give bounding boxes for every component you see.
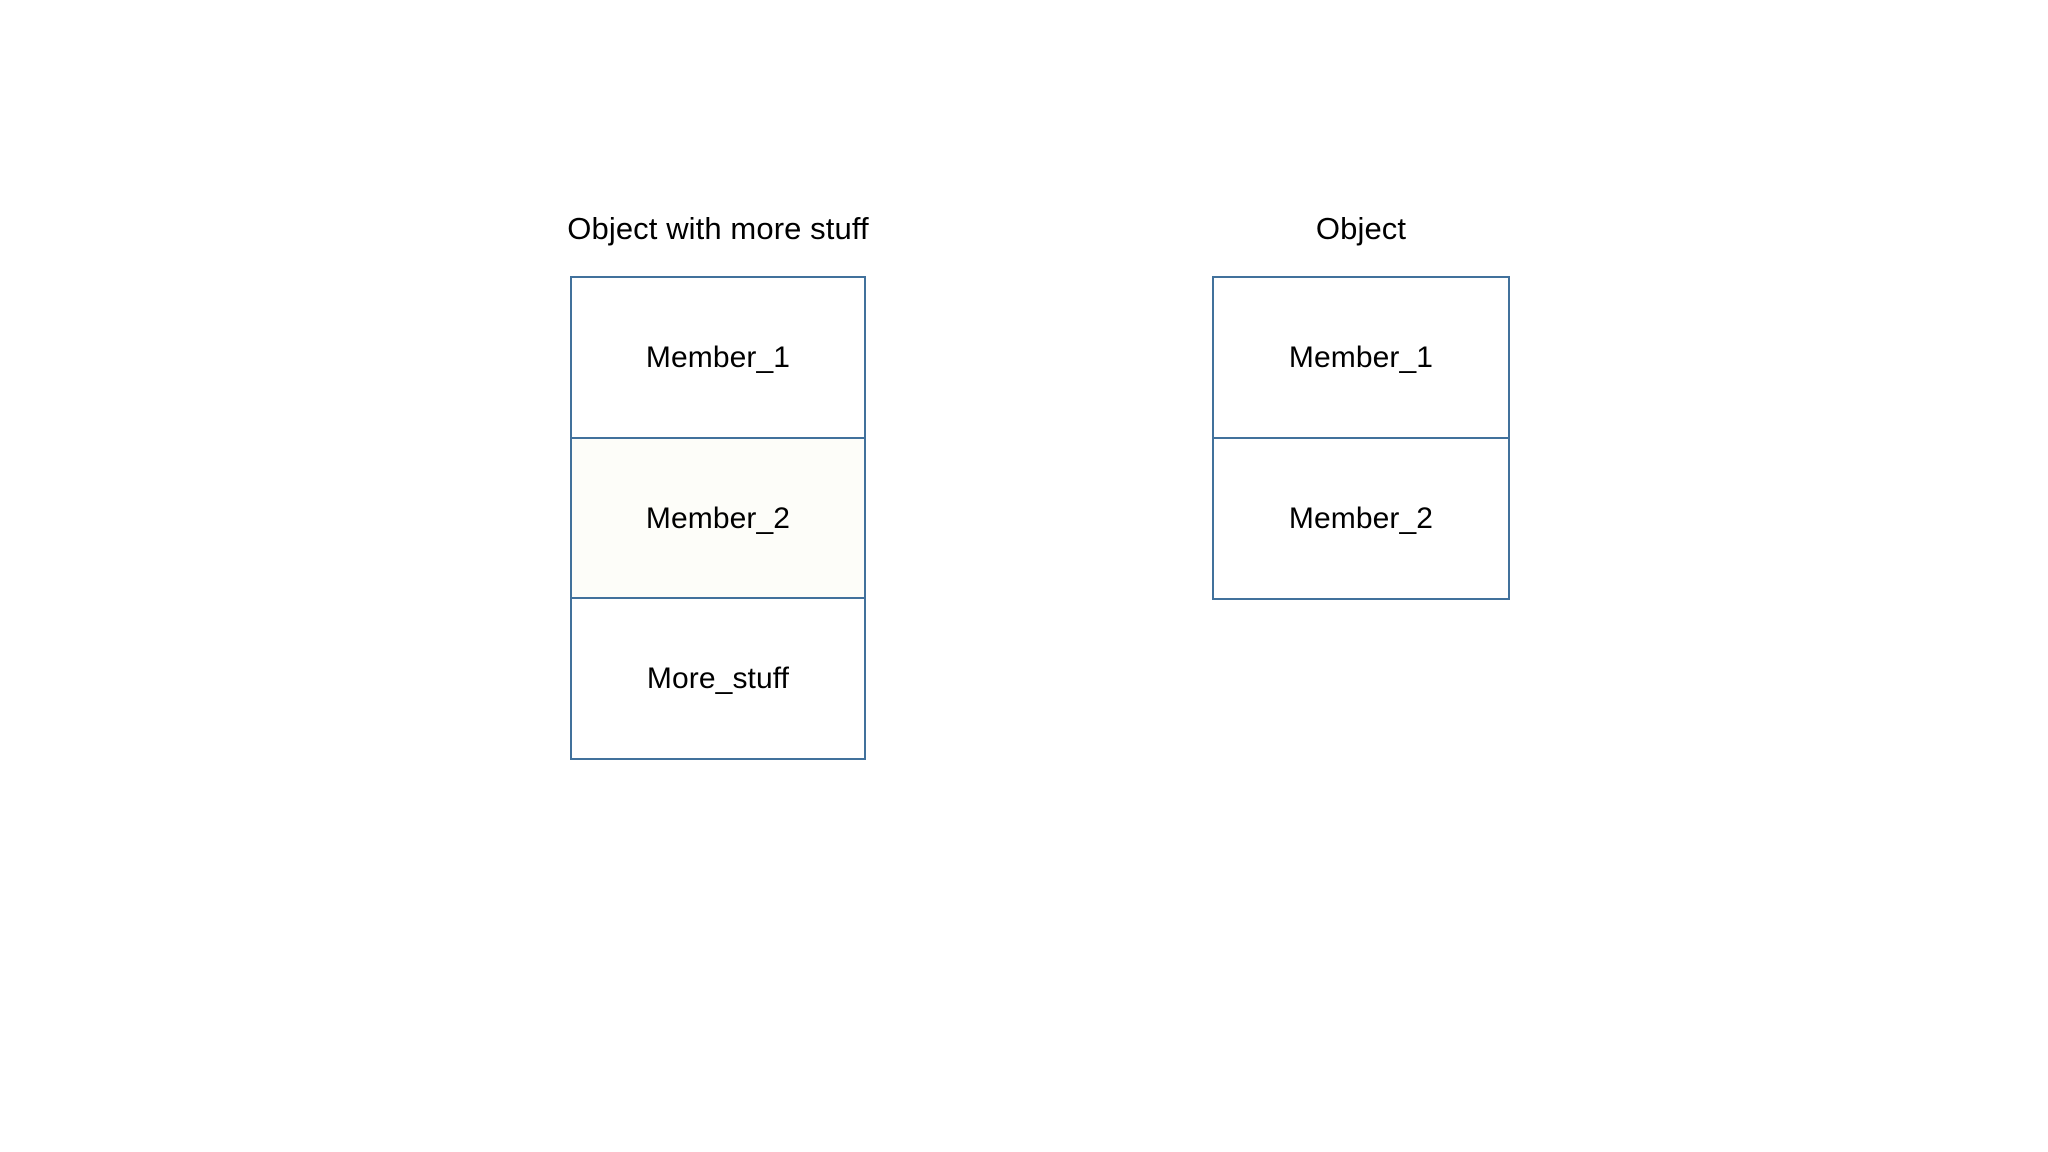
member-stack-right: Member_1 Member_2 [1212,276,1510,600]
member-cell[interactable]: Member_2 [1214,439,1508,598]
member-cell[interactable]: More_stuff [572,599,864,759]
object-group-left: Object with more stuff Member_1 Member_2… [567,211,869,760]
object-title-left: Object with more stuff [567,210,869,246]
object-title-right: Object [1315,210,1407,246]
member-label: Member_1 [1288,341,1434,374]
member-label: Member_2 [1288,502,1434,535]
member-cell[interactable]: Member_1 [1214,278,1508,439]
member-label: Member_2 [645,501,791,535]
member-cell[interactable]: Member_1 [572,278,864,439]
member-cell[interactable]: Member_2 [572,438,864,600]
member-label: Member_1 [645,340,791,374]
member-label: More_stuff [646,662,790,696]
object-group-right: Object Member_1 Member_2 [1212,211,1510,600]
member-stack-left: Member_1 Member_2 More_stuff [570,276,866,760]
